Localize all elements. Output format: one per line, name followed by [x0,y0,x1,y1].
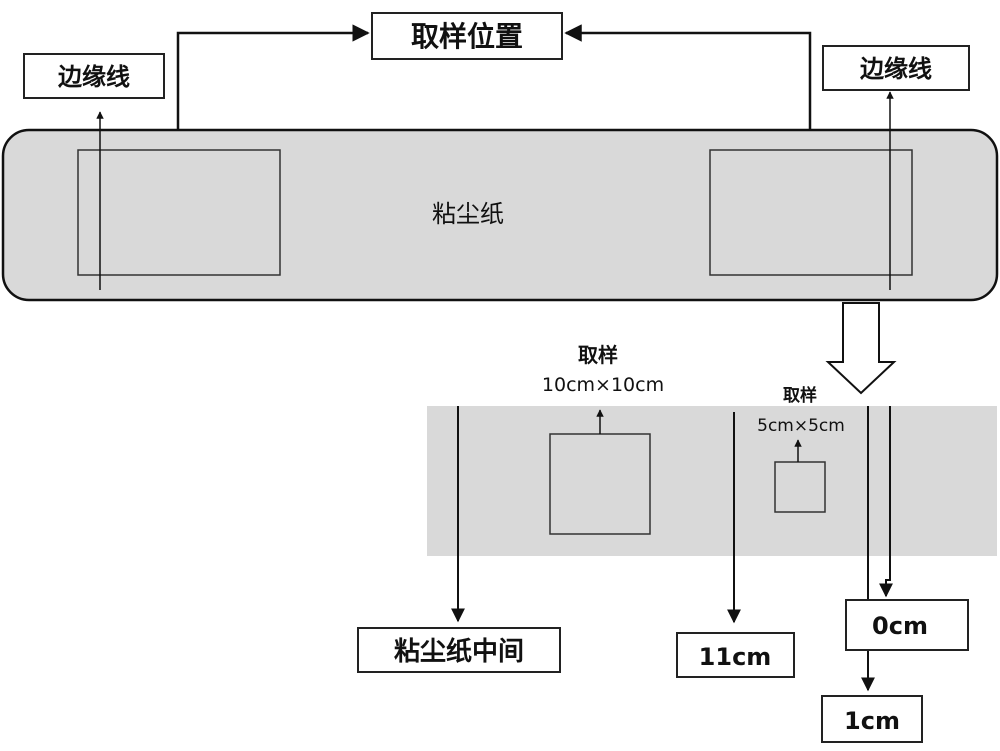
label-11cm-box [676,632,795,678]
hollow-down-arrow [825,302,897,395]
label-11cm: 11cm [699,643,772,671]
zoomed-paper-strip [427,406,997,556]
dust-paper-middle-label: 粘尘纸中间 [394,636,524,667]
small-sample-square [774,461,826,513]
large-sample-title: 取样 [578,343,618,367]
line-0cm [879,406,893,598]
small-sample-size: 5cm×5cm [757,416,845,436]
dust-paper-label: 粘尘纸 [432,200,504,228]
dust-paper-middle-box [357,627,561,673]
right-sampling-connector [564,24,812,150]
label-1cm: 1cm [844,707,900,735]
large-sample-size: 10cm×10cm [542,374,664,396]
dust-paper-band [1,128,999,302]
label-0cm-box [845,599,969,651]
small-sample-title: 取样 [783,385,817,406]
right-sample-area [709,149,913,276]
left-sampling-connector [176,24,370,150]
sampling-position-box [371,12,563,60]
sampling-position-label: 取样位置 [411,20,523,53]
label-1cm-box [821,695,923,743]
label-0cm: 0cm [872,612,928,640]
edge-line-right-box [822,45,970,91]
edge-line-left-label: 边缘线 [58,63,130,91]
edge-line-left-box [23,53,165,99]
left-sample-area [77,149,281,276]
edge-line-right-label: 边缘线 [860,55,932,83]
